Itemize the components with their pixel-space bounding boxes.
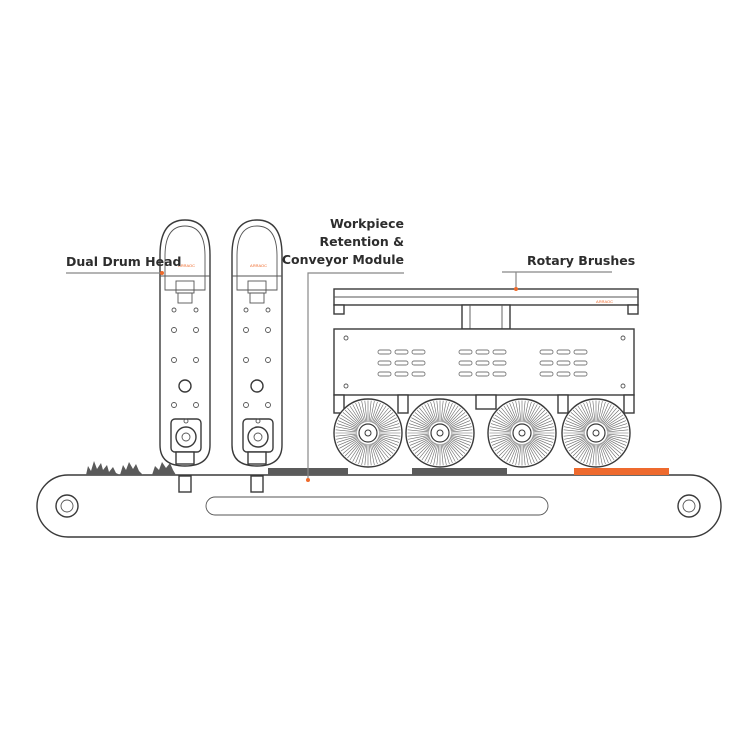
conveyor-slot xyxy=(205,496,549,516)
label-workpiece-line3: Conveyor Module xyxy=(282,252,404,267)
conveyor-roller-left xyxy=(55,494,79,518)
drum-head-1: АЯЯАОС xyxy=(159,219,211,493)
rotary-brush-4 xyxy=(561,398,631,468)
conveyor-belt xyxy=(36,474,722,538)
rotary-brush-1 xyxy=(333,398,403,468)
drum-head-2-motor xyxy=(242,418,274,453)
rotary-brush-2 xyxy=(405,398,475,468)
rotary-center-bracket xyxy=(461,304,511,330)
label-rotary-brushes: Rotary Brushes xyxy=(527,253,635,268)
drum-head-2-brand: АЯЯАОС xyxy=(250,263,267,268)
debris xyxy=(86,461,176,475)
drum-head-2: АЯЯАОС xyxy=(231,219,283,493)
rotary-brand: АЯЯАОС xyxy=(596,299,613,304)
workpiece-accent xyxy=(574,468,669,475)
conveyor-roller-right xyxy=(677,494,701,518)
drum-head-1-motor xyxy=(170,418,202,453)
label-workpiece-line1: Workpiece xyxy=(330,216,404,231)
callout-dual-drum-head: Dual Drum Head xyxy=(66,254,182,275)
vent-slots xyxy=(377,349,588,377)
rotary-brush-3 xyxy=(487,398,557,468)
callout-workpiece-module: Workpiece Retention & Conveyor Module xyxy=(282,216,404,482)
rotary-brush-unit: АЯЯАОС xyxy=(333,288,639,468)
label-workpiece-line2: Retention & xyxy=(320,234,405,249)
callout-rotary-brushes: Rotary Brushes xyxy=(502,253,635,291)
label-dual-drum-head: Dual Drum Head xyxy=(66,254,182,269)
drum-head-1-brand: АЯЯАОС xyxy=(178,263,195,268)
workpiece-dark-2 xyxy=(412,468,507,475)
